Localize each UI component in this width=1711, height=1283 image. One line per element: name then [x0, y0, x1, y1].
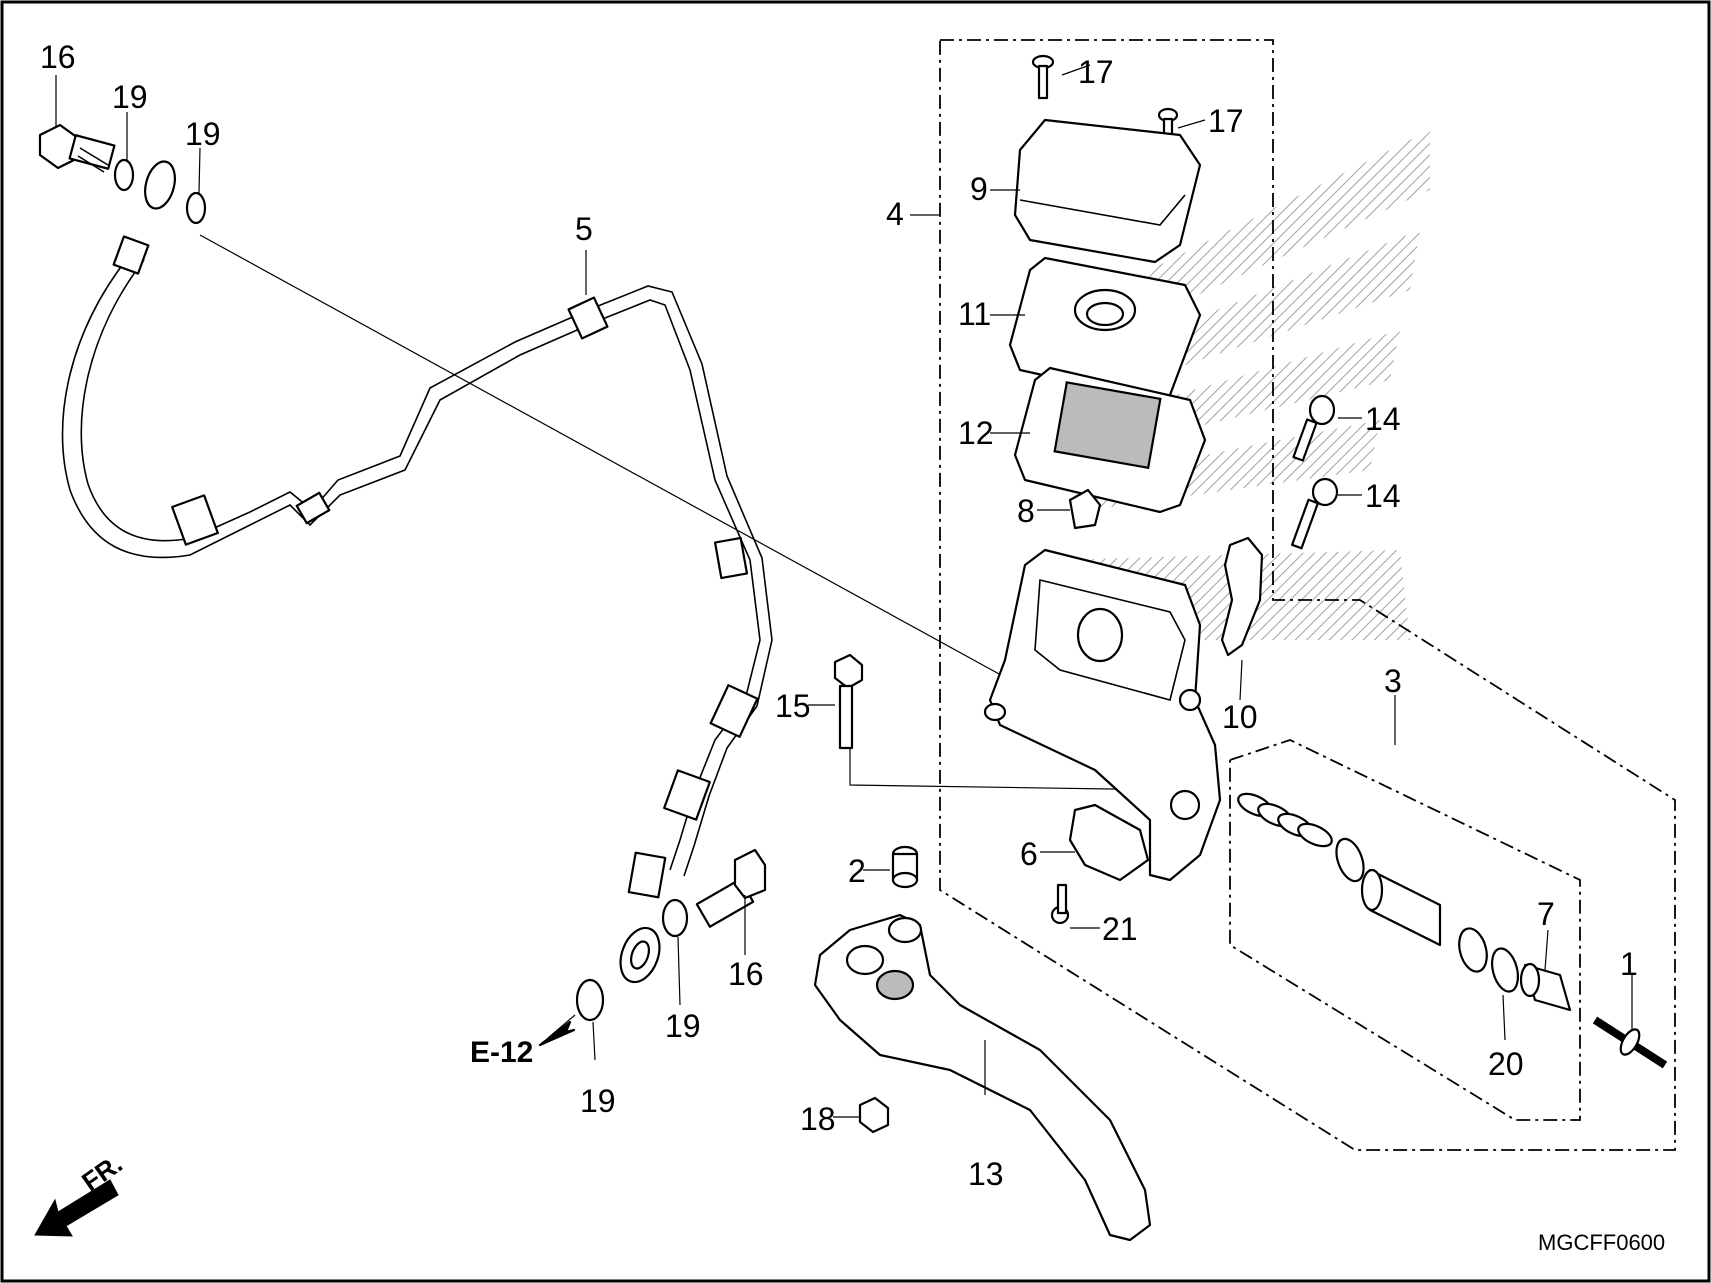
callout-17-lower: 17	[1208, 103, 1244, 139]
cap-screw-1	[1031, 54, 1055, 100]
callout-6: 6	[1020, 836, 1038, 872]
sealing-washer-1	[113, 158, 135, 192]
float-nut	[1068, 488, 1102, 530]
callout-4: 4	[886, 196, 904, 232]
front-label: FR.	[76, 1148, 128, 1197]
callout-1: 1	[1620, 946, 1638, 982]
reference-e12-label[interactable]: E-12	[470, 1036, 533, 1069]
pivot-nut	[858, 1096, 890, 1134]
front-direction-indicator: FR.	[34, 1148, 128, 1237]
callout-14-upper: 14	[1365, 401, 1401, 437]
master-cylinder-body	[983, 548, 1222, 882]
callout-8: 8	[1017, 493, 1035, 529]
callout-12: 12	[958, 415, 994, 451]
push-rod	[1592, 1016, 1668, 1069]
callout-21: 21	[1102, 911, 1138, 947]
lever-pivot-bolt	[833, 653, 864, 750]
dust-boot	[1519, 962, 1572, 1012]
sealing-washer-3	[575, 978, 605, 1022]
callout-19-bottom-left: 19	[580, 1083, 616, 1119]
clutch-hose	[61, 160, 773, 984]
callout-16-top: 16	[40, 39, 76, 75]
handlebar-holder	[1220, 536, 1264, 657]
alignment-line	[199, 234, 1011, 681]
banjo-bolt-bottom	[695, 848, 767, 928]
callout-5: 5	[575, 211, 593, 247]
pin-alignment-line	[849, 740, 1176, 791]
callout-19-top-left: 19	[112, 79, 148, 115]
front-arrow-icon	[34, 1179, 119, 1237]
callout-20: 20	[1488, 1046, 1524, 1082]
holder-bolt-2	[1290, 477, 1339, 550]
callout-3: 3	[1384, 663, 1402, 699]
sealing-washer-2	[185, 191, 207, 225]
callout-17-upper: 17	[1078, 54, 1114, 90]
reference-arrow-icon	[538, 1020, 576, 1047]
holder-bolt-1	[1292, 394, 1336, 462]
piston	[1360, 868, 1442, 947]
callout-10: 10	[1222, 699, 1258, 735]
piston-circlip	[1490, 947, 1520, 993]
callout-18: 18	[800, 1101, 836, 1137]
callout-leaders	[55, 64, 1633, 1118]
assembly-4-boundary	[939, 39, 1676, 1151]
callout-15: 15	[775, 688, 811, 724]
reservoir-cap	[1013, 118, 1202, 264]
assembly-3-boundary	[1229, 739, 1581, 1121]
callout-19-top-right: 19	[185, 116, 221, 152]
clutch-switch	[1068, 803, 1150, 882]
callout-13: 13	[968, 1156, 1004, 1192]
piston-spring	[1237, 792, 1333, 848]
callout-11: 11	[958, 296, 991, 332]
pivot-collar	[891, 845, 919, 889]
sealing-washer-4	[661, 898, 689, 938]
callout-19-bottom-right: 19	[665, 1008, 701, 1044]
callout-16-bottom: 16	[728, 956, 764, 992]
diagram-code: MGCFF0600	[1538, 1230, 1665, 1255]
callout-7: 7	[1537, 896, 1555, 932]
callout-9: 9	[970, 171, 988, 207]
banjo-bolt-top	[38, 123, 116, 173]
secondary-cup	[1458, 927, 1488, 973]
primary-cup	[1335, 837, 1365, 883]
switch-screw	[1050, 883, 1070, 925]
callout-14-lower: 14	[1365, 478, 1401, 514]
callout-2: 2	[848, 853, 866, 889]
